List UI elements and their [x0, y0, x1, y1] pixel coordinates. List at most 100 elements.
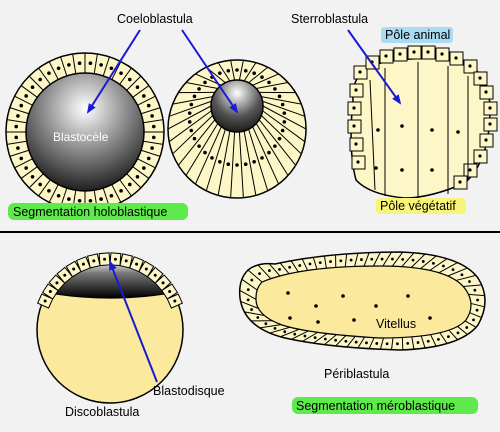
cell-nucleus [135, 262, 139, 266]
cell-nucleus [173, 299, 177, 303]
cell-wall [14, 95, 33, 106]
cell-wall [28, 75, 44, 91]
cell-nucleus [142, 94, 146, 98]
pole-animal-highlight [381, 27, 453, 43]
pole-vegetatif-highlight [376, 198, 466, 214]
cell-wall [137, 95, 156, 106]
cell-wall [217, 130, 231, 196]
cell-nucleus [48, 289, 52, 293]
cell-nucleus [273, 326, 277, 330]
cell-wall [301, 258, 309, 271]
cell-nucleus [352, 124, 356, 128]
cell-wall [217, 62, 231, 82]
cell-nucleus [484, 138, 488, 142]
cell-wall [28, 173, 44, 189]
cell-wall [255, 123, 289, 176]
cell-wall [248, 129, 269, 191]
cell-nucleus [277, 94, 282, 99]
cell-wall [111, 61, 122, 80]
cell-wall [258, 119, 297, 166]
cell-nucleus [416, 341, 420, 344]
cell-wall [185, 82, 218, 89]
yolk-nucleus [288, 316, 292, 320]
cell-nucleus [339, 259, 343, 263]
cell-nucleus [146, 103, 151, 108]
cell-nucleus [376, 128, 380, 132]
cell-nucleus [398, 52, 402, 56]
cell-nucleus [14, 124, 19, 129]
cell-wall [60, 56, 68, 77]
label-seg-holo: Segmentation holoblastique [13, 205, 167, 219]
cell-nucleus [356, 160, 360, 164]
cell-nucleus [298, 264, 302, 267]
cell-nucleus [313, 336, 317, 340]
cell-wall [140, 149, 161, 157]
cell-nucleus [406, 342, 410, 345]
cell-nucleus [430, 168, 434, 172]
cell-nucleus [475, 308, 479, 312]
cell-nucleus [391, 257, 394, 261]
cell-wall [401, 252, 415, 267]
cell-wall [313, 333, 328, 344]
cell-wall [262, 105, 307, 130]
cell-nucleus [473, 288, 477, 292]
cell-wall [168, 110, 212, 143]
cell-wall [9, 107, 30, 115]
cell-nucleus [432, 261, 435, 265]
cell-nucleus [282, 111, 287, 115]
yolk-nucleus [406, 294, 410, 298]
cell-nucleus [151, 135, 156, 140]
cell-nucleus [197, 144, 201, 148]
cell-nucleus [151, 124, 156, 129]
cell-nucleus [92, 259, 96, 263]
cell-wall [324, 334, 337, 346]
cell-wall [38, 67, 51, 85]
label-vitellus: Vitellus [376, 317, 416, 331]
cell-nucleus [47, 189, 51, 193]
cell-nucleus [365, 341, 368, 345]
cell-wall [119, 67, 132, 85]
cell-wall [438, 262, 458, 274]
cell-nucleus [430, 128, 434, 132]
cell-nucleus [412, 50, 416, 54]
cell-nucleus [323, 337, 327, 341]
cell-wall [243, 130, 257, 196]
cell-nucleus [103, 257, 107, 261]
cell-wall [420, 255, 437, 270]
cell-wall [279, 262, 290, 275]
cell-wall [93, 53, 98, 74]
cell-nucleus [456, 130, 460, 134]
cell-nucleus [282, 120, 287, 124]
cell-wall [463, 284, 482, 288]
blastocoele-cavity [25, 72, 145, 192]
cell-wall [244, 311, 265, 316]
cell-nucleus [260, 156, 264, 160]
cell-nucleus [260, 75, 264, 79]
coeloblastula-figure [5, 52, 165, 212]
sterroblastula-figure [347, 45, 498, 199]
cell-wall [169, 100, 212, 117]
periblastula-figure [238, 251, 486, 351]
cell-nucleus [349, 258, 353, 262]
cell-nucleus [142, 166, 146, 170]
cell-wall [143, 119, 164, 124]
cell-nucleus [488, 106, 492, 110]
cell-wall [243, 62, 257, 82]
cell-wall [102, 56, 110, 77]
cell-nucleus [43, 299, 47, 303]
cell-nucleus [161, 281, 165, 285]
cell-nucleus [99, 63, 103, 67]
label-coeloblastula: Coeloblastula [117, 12, 193, 26]
coeloblastula-thick-figure [167, 59, 307, 199]
cell-wall [240, 300, 259, 309]
cell-nucleus [303, 334, 307, 338]
cell-wall [177, 119, 216, 166]
cell-nucleus [38, 77, 42, 82]
cell-nucleus [189, 102, 194, 107]
cell-nucleus [235, 68, 239, 72]
cell-wall [140, 107, 161, 115]
label-blastodisque: Blastodisque [153, 384, 225, 398]
cell-nucleus [256, 316, 260, 319]
cell-wall [470, 302, 485, 308]
